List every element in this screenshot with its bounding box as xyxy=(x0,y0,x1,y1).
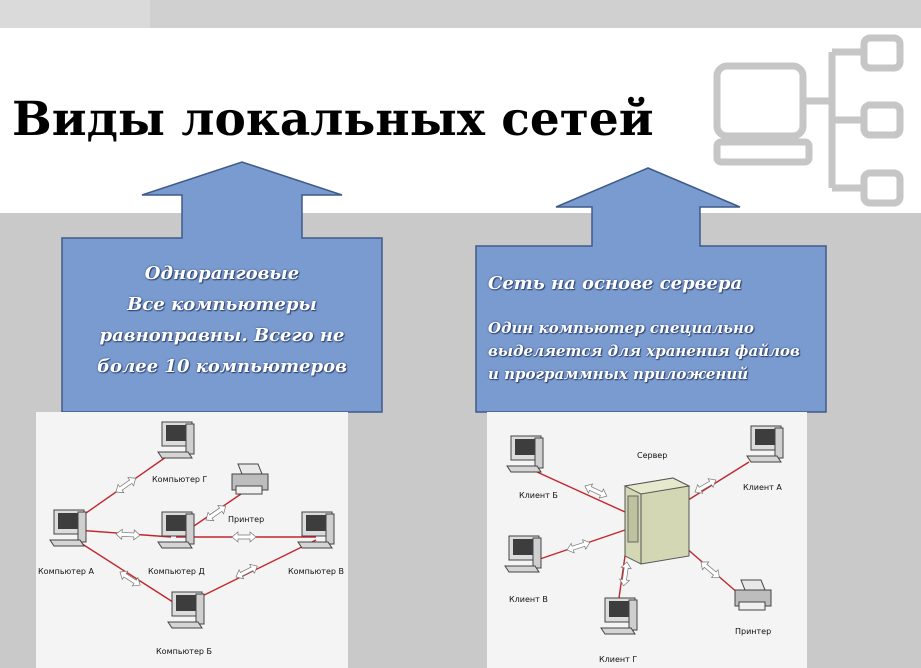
server-based-text: Один компьютер специально выделяется для… xyxy=(488,317,824,386)
client-g-icon xyxy=(600,597,638,635)
computer-d-icon xyxy=(157,511,195,549)
server-based-line-3: и программных приложений xyxy=(488,365,749,383)
computer-b-icon xyxy=(167,591,205,629)
label-computer-d: Компьютер Д xyxy=(148,567,205,576)
printer-icon xyxy=(734,579,772,611)
label-client-a: Клиент А xyxy=(743,483,782,492)
label-server: Сервер xyxy=(637,451,667,460)
client-b-icon xyxy=(506,435,544,473)
peer-to-peer-text: Одноранговые Все компьютеры равноправны.… xyxy=(72,258,372,382)
printer-icon xyxy=(231,463,269,495)
server-based-line-2: выделяется для хранения файлов xyxy=(488,342,800,360)
computer-v-icon xyxy=(297,511,335,549)
title-band xyxy=(0,28,921,213)
peer-to-peer-heading: Одноранговые xyxy=(144,263,300,284)
peer-to-peer-line-2: равноправны. Всего не xyxy=(99,325,345,346)
label-computer-g: Компьютер Г xyxy=(152,475,207,484)
slide-title: Виды локальных сетей xyxy=(12,92,654,147)
peer-to-peer-line-3: более 10 компьютеров xyxy=(97,356,347,377)
label-computer-a: Компьютер А xyxy=(38,567,94,576)
label-client-b: Клиент Б xyxy=(519,491,558,500)
label-computer-b: Компьютер Б xyxy=(156,647,212,656)
peer-to-peer-diagram: Компьютер Г Принтер Компьютер А Компьюте… xyxy=(36,412,348,668)
label-printer-left: Принтер xyxy=(228,515,264,524)
computer-g-icon xyxy=(157,421,195,459)
top-band xyxy=(0,0,921,28)
client-v-icon xyxy=(504,535,542,573)
server-based-line-1: Один компьютер специально xyxy=(488,319,754,337)
computer-a-icon xyxy=(49,509,87,547)
client-a-icon xyxy=(746,425,784,463)
server-based-heading: Сеть на основе сервера xyxy=(488,273,743,294)
server-based-diagram: Сервер Клиент А Клиент Б Клиент В Клиент… xyxy=(487,412,807,668)
label-client-g: Клиент Г xyxy=(599,655,637,664)
label-client-v: Клиент В xyxy=(509,595,548,604)
label-printer-right: Принтер xyxy=(735,627,771,636)
server-icon xyxy=(623,477,691,565)
peer-to-peer-line-1: Все компьютеры xyxy=(127,294,317,315)
label-computer-v: Компьютер В xyxy=(288,567,344,576)
network-logo-icon xyxy=(713,34,904,207)
